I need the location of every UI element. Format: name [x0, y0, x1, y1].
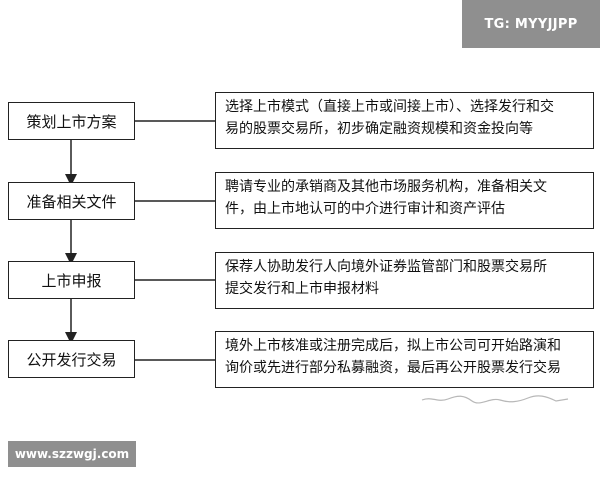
step-label: 上市申报	[41, 271, 102, 290]
desc-line: 境外上市核准或注册完成后，拟上市公司可开始路演和	[225, 338, 561, 354]
desc-line: 件，由上市地认可的中介进行审计和资产评估	[225, 201, 505, 217]
desc-line: 聘请专业的承销商及其他市场服务机构，准备相关文	[225, 179, 547, 195]
step-box-prepare: 准备相关文件	[8, 182, 135, 220]
desc-line: 选择上市模式（直接上市或间接上市）、选择发行和交	[225, 99, 554, 115]
desc-box-plan: 选择上市模式（直接上市或间接上市）、选择发行和交 易的股票交易所，初步确定融资规…	[215, 92, 594, 149]
step-label: 准备相关文件	[26, 192, 117, 211]
desc-line: 保荐人协助发行人向境外证券监管部门和股票交易所	[225, 259, 547, 275]
scribble-artifact	[421, 395, 569, 404]
desc-line: 易的股票交易所，初步确定融资规模和资金投向等	[225, 121, 533, 137]
watermark-top: TG: MYYJJPP	[462, 0, 600, 48]
desc-box-issue: 境外上市核准或注册完成后，拟上市公司可开始路演和 询价或先进行部分私募融资，最后…	[215, 331, 594, 388]
step-box-apply: 上市申报	[8, 261, 135, 299]
desc-box-apply: 保荐人协助发行人向境外证券监管部门和股票交易所 提交发行和上市申报材料	[215, 252, 594, 309]
watermark-bottom: www.szzwgj.com	[8, 441, 136, 467]
step-label: 公开发行交易	[26, 350, 117, 369]
desc-line: 提交发行和上市申报材料	[225, 281, 379, 297]
step-box-plan: 策划上市方案	[8, 102, 135, 140]
step-box-issue: 公开发行交易	[8, 340, 135, 378]
desc-line: 询价或先进行部分私募融资，最后再公开股票发行交易	[225, 360, 561, 376]
step-label: 策划上市方案	[26, 112, 117, 131]
desc-box-prepare: 聘请专业的承销商及其他市场服务机构，准备相关文 件，由上市地认可的中介进行审计和…	[215, 172, 594, 229]
